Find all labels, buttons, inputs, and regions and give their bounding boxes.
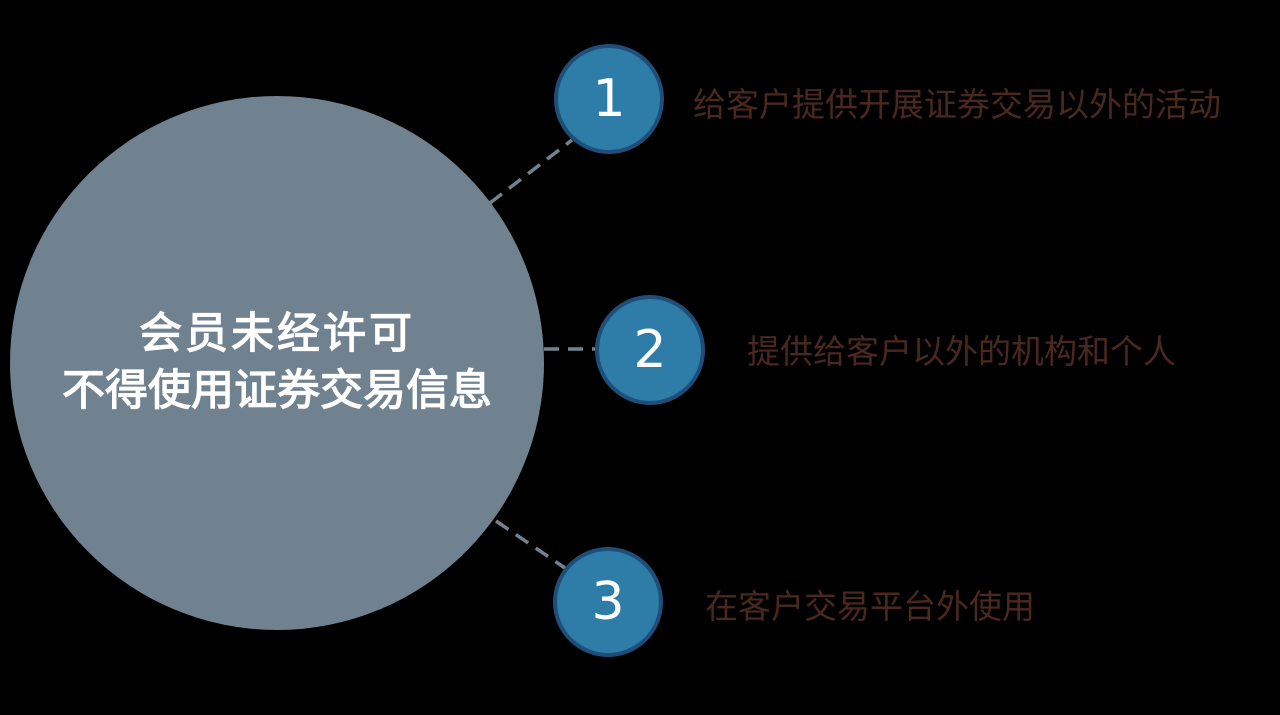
item-2-label: 提供给客户以外的机构和个人 <box>747 332 1176 371</box>
main-topic-title-line1: 会员未经许可 <box>139 309 415 360</box>
item-3-label: 在客户交易平台外使用 <box>705 587 1035 626</box>
main-topic-circle: 会员未经许可 不得使用证券交易信息 <box>10 96 544 630</box>
main-topic-title-line2: 不得使用证券交易信息 <box>62 366 492 416</box>
connector-line-3 <box>495 519 566 570</box>
item-2-number: 2 <box>633 320 667 380</box>
item-3-number: 3 <box>591 572 625 632</box>
item-3-number-badge: 3 <box>553 547 663 657</box>
main-topic-title: 会员未经许可 不得使用证券交易信息 <box>62 306 492 420</box>
item-1-label: 给客户提供开展证券交易以外的活动 <box>693 85 1221 124</box>
item-1-number: 1 <box>592 69 626 129</box>
item-2-number-badge: 2 <box>595 295 705 405</box>
connector-line-1 <box>488 138 574 205</box>
item-1-number-badge: 1 <box>554 44 664 154</box>
